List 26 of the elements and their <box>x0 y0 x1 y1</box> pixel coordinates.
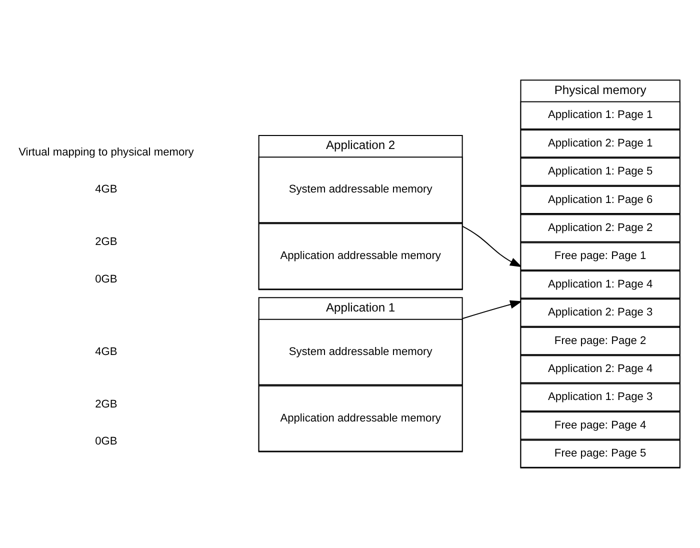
node-box: Application 2: Page 3 <box>520 298 680 327</box>
label: 4GB <box>95 346 118 358</box>
node-box: System addressable memory <box>258 318 463 386</box>
node-box: Application 1: Page 4 <box>520 270 680 299</box>
label: Virtual mapping to physical memory <box>18 146 194 158</box>
node-box: Free page: Page 5 <box>520 440 680 468</box>
node-box: Free page: Page 4 <box>520 412 680 440</box>
node-box: Application addressable memory <box>258 223 463 290</box>
label: 2GB <box>95 236 118 248</box>
node-box: Application 1: Page 5 <box>520 158 680 186</box>
arrow <box>462 300 522 320</box>
node-box: Application 1: Page 6 <box>520 186 680 214</box>
node-box: System addressable memory <box>258 156 463 224</box>
label: 2GB <box>95 398 118 410</box>
node-box: Application 1: Page 1 <box>520 101 680 130</box>
label: 4GB <box>95 184 118 196</box>
node-box: Application addressable memory <box>258 385 463 452</box>
node-box: Application 2: Page 1 <box>520 129 680 158</box>
node-box: Application 1: Page 3 <box>520 383 680 412</box>
label: 0GB <box>95 273 118 286</box>
label: 0GB <box>95 436 118 448</box>
node-box: Application 2: Page 4 <box>520 355 680 384</box>
node-box: Free page: Page 1 <box>520 242 680 270</box>
node-box: Application 2: Page 2 <box>520 214 680 242</box>
node-box: Free page: Page 2 <box>520 326 680 356</box>
arrow <box>462 226 522 268</box>
